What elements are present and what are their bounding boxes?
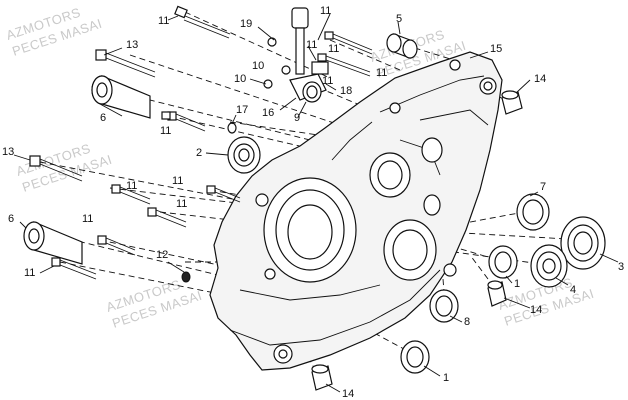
callout-label: 10	[252, 60, 264, 72]
bearing-part-1-lower	[400, 340, 430, 374]
callout-label: 11	[176, 198, 187, 210]
bolt	[97, 235, 136, 256]
callout-label: 11	[322, 75, 333, 87]
callout-label: 11	[126, 180, 137, 192]
bolt	[317, 53, 371, 77]
callout-label: 6	[8, 213, 14, 225]
dowel-pin-mid	[487, 280, 507, 307]
callout-label: 12	[156, 249, 168, 261]
dowel-sleeve-lower	[23, 221, 83, 265]
pin-part-17	[227, 122, 237, 134]
bearing-part-3	[560, 216, 606, 270]
callout-label: 1	[443, 372, 449, 384]
callout-label: 2	[196, 147, 202, 159]
callout-label: 14	[342, 388, 354, 400]
callout-label: 14	[530, 304, 542, 316]
callout-label: 11	[328, 43, 339, 55]
callout-label: 4	[570, 284, 576, 296]
dowel-sleeve-upper	[91, 75, 151, 119]
callout-label: 16	[262, 107, 274, 119]
leader-lines	[13, 13, 619, 393]
callout-label: 10	[234, 73, 246, 85]
callout-labels: 11 19 11 5 13 11 11 10 11 15 10 18 14 6 …	[2, 5, 624, 400]
crankcase-half	[209, 51, 503, 371]
callout-label: 8	[464, 316, 470, 328]
drain-plug-part-12	[181, 271, 191, 283]
bearing-part-1-mid	[488, 245, 518, 279]
sensor-assembly	[263, 7, 329, 103]
callout-label: 6	[100, 112, 106, 124]
callout-label: 5	[396, 13, 402, 25]
bolt	[51, 257, 97, 280]
callout-label: 11	[158, 15, 169, 27]
callout-label: 11	[24, 267, 35, 279]
bolt-set	[29, 5, 373, 280]
callout-label: 15	[490, 43, 502, 55]
callout-label: 11	[306, 39, 317, 51]
bolt	[206, 185, 241, 203]
callout-label: 3	[618, 261, 624, 273]
callout-label: 11	[320, 5, 331, 17]
callout-label: 1	[514, 278, 520, 290]
oil-seal-part-7	[516, 193, 550, 231]
callout-label: 7	[540, 181, 546, 193]
callout-label: 19	[240, 18, 252, 30]
callout-label: 11	[376, 67, 387, 79]
callout-label: 14	[534, 73, 546, 85]
bearing-part-4	[530, 244, 568, 288]
bolt	[167, 111, 206, 132]
callout-label: 13	[2, 146, 14, 158]
bolt	[174, 5, 231, 39]
dowel-pin-upper	[501, 90, 523, 115]
callout-label: 11	[172, 175, 183, 187]
callout-label: 17	[236, 104, 248, 116]
bolt	[95, 49, 156, 78]
bolt	[111, 184, 151, 205]
dowel-pin-lower	[311, 364, 333, 391]
callout-label: 11	[82, 213, 93, 225]
oil-seal-part-8	[429, 289, 459, 323]
bolt	[147, 207, 187, 228]
bolt	[161, 111, 171, 120]
bolt	[324, 31, 373, 55]
callout-label: 11	[160, 125, 171, 137]
callout-label: 9	[294, 112, 300, 124]
bolt	[29, 155, 83, 182]
bearing-part-2	[227, 136, 261, 174]
callout-label: 18	[340, 85, 352, 97]
sleeve-part-5	[386, 33, 418, 59]
callout-label: 13	[126, 39, 138, 51]
